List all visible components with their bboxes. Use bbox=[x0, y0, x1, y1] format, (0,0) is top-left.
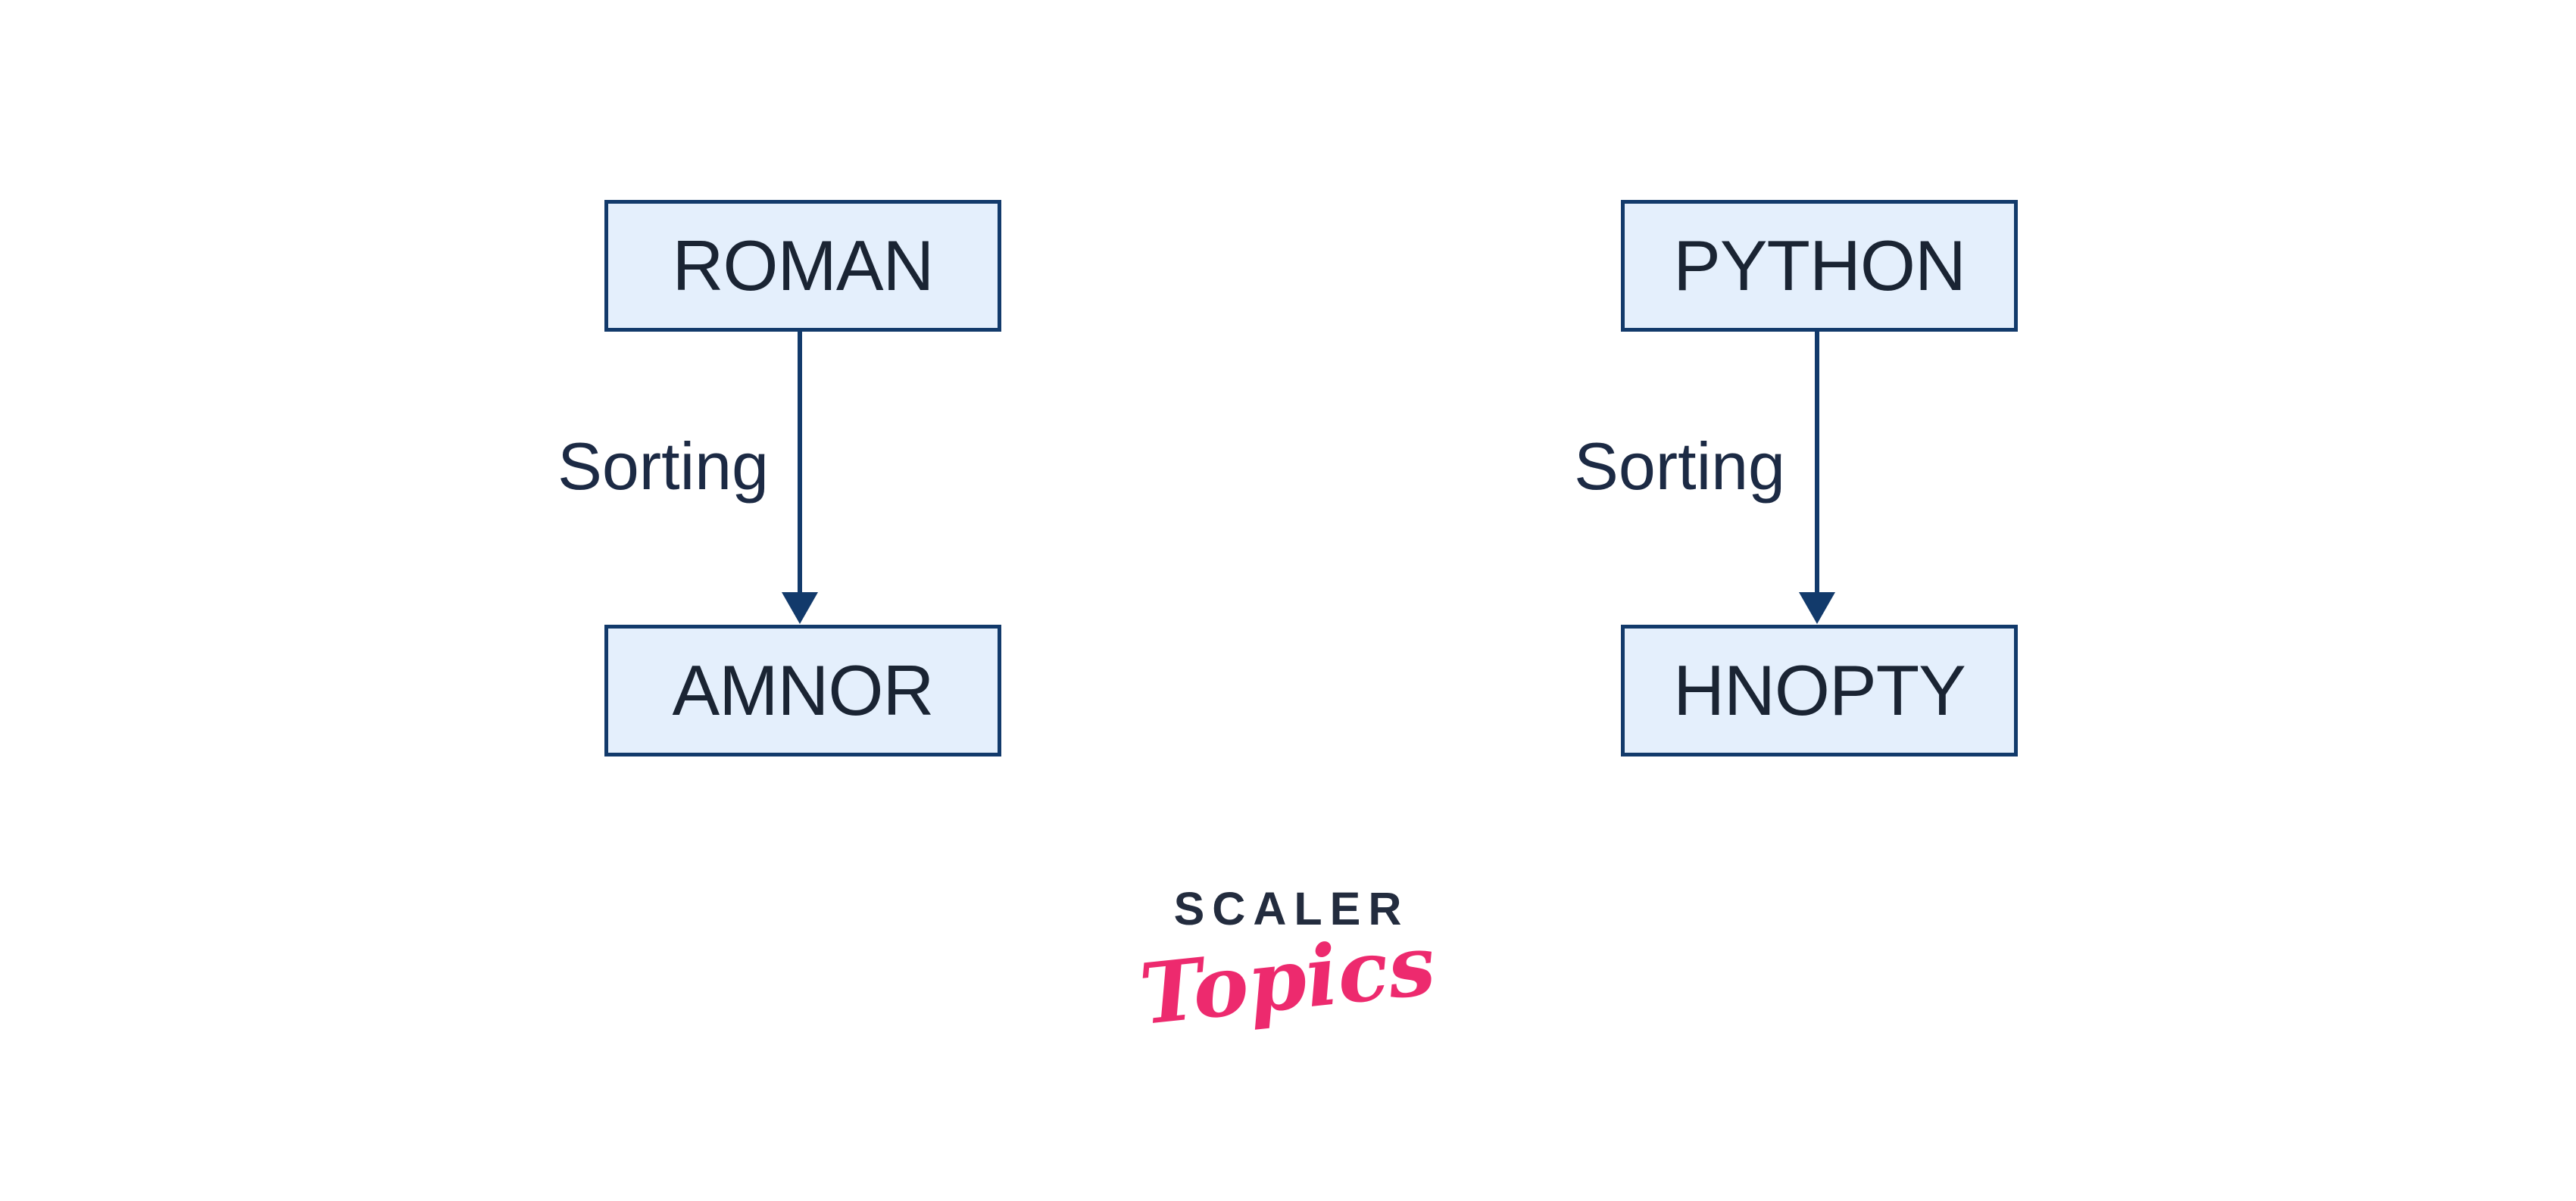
arrow-label: Sorting bbox=[1574, 429, 1785, 504]
result-word-label: AMNOR bbox=[672, 650, 935, 730]
logo-brand-text: SCALER bbox=[1173, 883, 1410, 934]
scaler-topics-logo: SCALER Topics bbox=[1106, 883, 1469, 1043]
result-word-label: HNOPTY bbox=[1673, 650, 1966, 730]
logo-sub-brand-text: Topics bbox=[1135, 915, 1440, 1044]
down-arrow-head-icon bbox=[1799, 592, 1835, 624]
source-word-box: PYTHON bbox=[1621, 200, 2018, 332]
source-word-label: ROMAN bbox=[672, 226, 935, 305]
down-arrow-head-icon bbox=[782, 592, 818, 624]
down-arrow-line bbox=[1815, 332, 1819, 594]
result-word-box: AMNOR bbox=[604, 625, 1001, 756]
result-word-box: HNOPTY bbox=[1621, 625, 2018, 756]
source-word-label: PYTHON bbox=[1673, 226, 1966, 305]
source-word-box: ROMAN bbox=[604, 200, 1001, 332]
arrow-label: Sorting bbox=[557, 429, 769, 504]
down-arrow-line bbox=[798, 332, 802, 594]
